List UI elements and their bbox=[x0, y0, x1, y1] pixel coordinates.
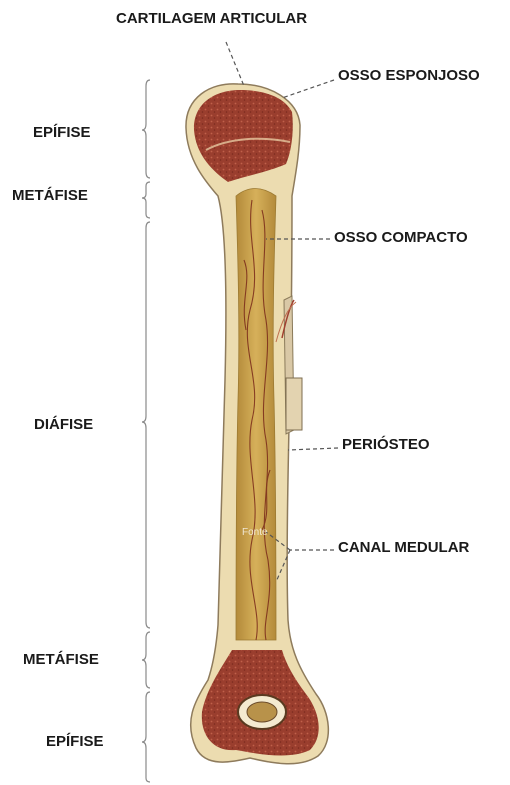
region-metafise-inferior: METÁFISE bbox=[23, 651, 99, 669]
medullary-cavity bbox=[236, 189, 276, 641]
label-osso-compacto: OSSO COMPACTO bbox=[334, 229, 468, 247]
label-canal-medular: CANAL MEDULAR bbox=[338, 539, 469, 557]
label-osso-esponjoso: OSSO ESPONJOSO bbox=[338, 67, 480, 85]
region-epifise-inferior: EPÍFISE bbox=[46, 733, 104, 751]
label-cartilagem-articular: CARTILAGEM ARTICULAR bbox=[116, 10, 307, 28]
region-epifise-superior: EPÍFISE bbox=[33, 124, 91, 142]
region-metafise-superior: METÁFISE bbox=[12, 187, 88, 205]
watermark-text: Fonte bbox=[242, 527, 268, 538]
region-brackets bbox=[142, 80, 150, 782]
label-periosteo: PERIÓSTEO bbox=[342, 436, 430, 454]
region-diafise: DIÁFISE bbox=[34, 416, 93, 434]
